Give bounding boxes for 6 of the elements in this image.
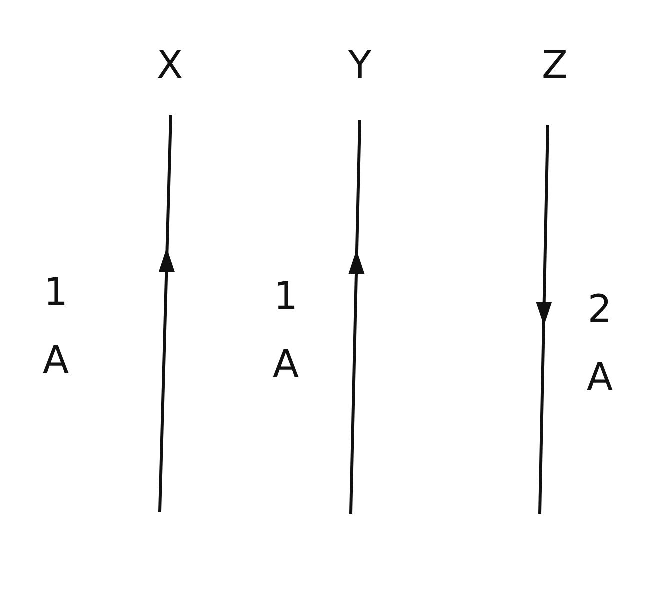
wire-name: Z — [540, 45, 570, 87]
current-value: 1 A — [272, 273, 300, 388]
wire-name: Y — [347, 45, 373, 87]
current-value: 1 A — [42, 269, 70, 384]
current-value: 2 A — [586, 286, 614, 402]
wire-name: X — [156, 45, 184, 87]
